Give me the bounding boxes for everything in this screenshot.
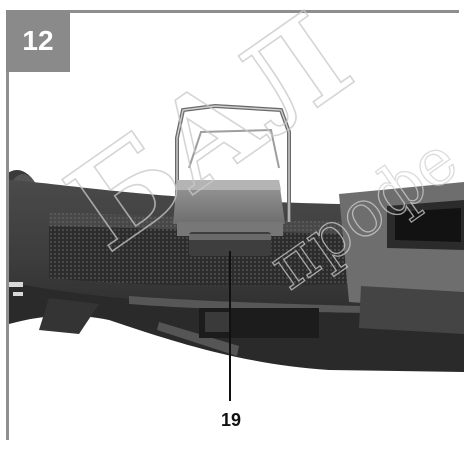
callout-label: 19: [220, 410, 242, 430]
tool-photo: [9, 72, 464, 388]
tool-photo-illustration: [9, 72, 464, 388]
step-number-badge: 12: [6, 10, 70, 72]
step-number: 12: [22, 25, 54, 56]
callout-leader-line: [229, 251, 231, 401]
figure-frame: [6, 10, 459, 440]
